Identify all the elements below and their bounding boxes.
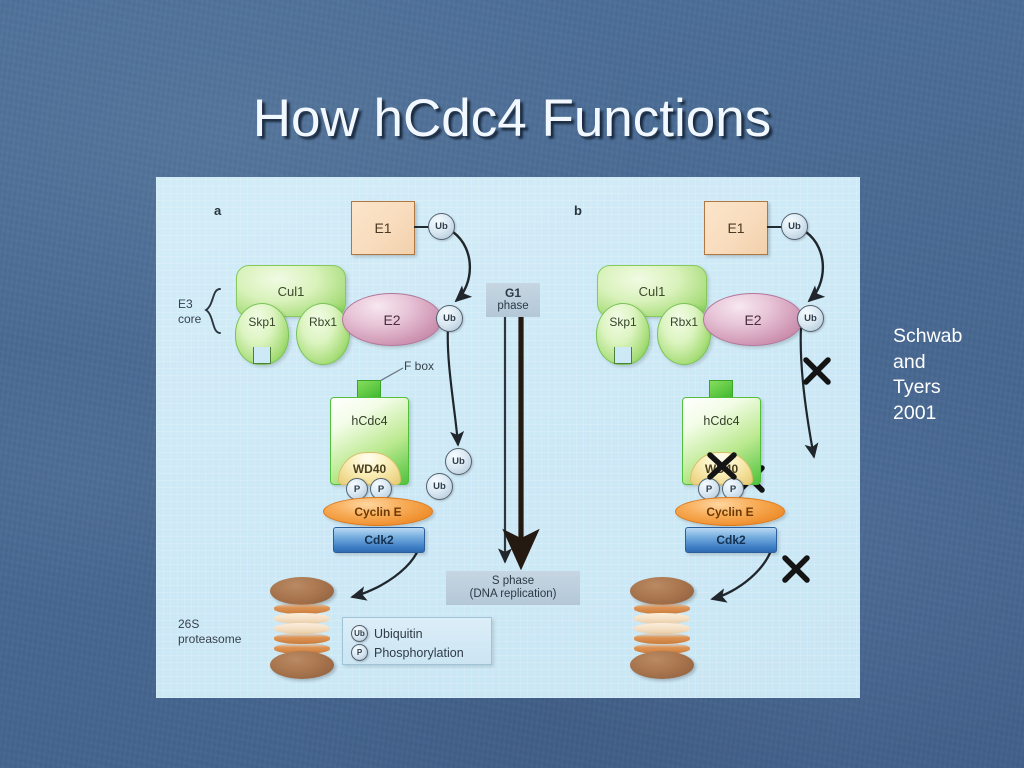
protein-rbx1: Rbx1 [657,303,711,365]
proteasome-ring-5 [634,643,690,654]
protein-cdk2: Cdk2 [685,527,777,553]
proteasome-b [628,577,696,683]
ubiquitin-on-e2: Ub [436,305,463,332]
g1-phase-line-2: phase [497,300,529,313]
proteasome-ring-1 [634,603,690,614]
ubiquitin-on-e2: Ub [797,305,824,332]
protein-rbx1-label: Rbx1 [669,315,698,329]
panel-a: a E1 Ub E3 core Cul1 Skp1 Rbx1 E2 [156,177,576,698]
skp1-notch [614,347,632,364]
legend-ubiquitin-icon: Ub [351,625,368,642]
ubiquitin-label: Ub [452,456,465,467]
proteasome-cap-top [270,577,334,605]
g1-phase-tag: G1 phase [486,283,540,317]
s-phase-line-2: (DNA replication) [469,588,557,600]
proteasome-ring-3 [274,623,330,634]
e3-core-label: E3 core [178,297,201,328]
protein-hcdc4-label: hCdc4 [351,414,388,428]
proteasome-line-1: 26S [178,617,200,631]
skp1-notch [253,347,271,364]
protein-cul1-label: Cul1 [638,283,666,299]
e3-core-line-2: core [178,312,202,327]
ubiquitin-on-e1: Ub [781,213,808,240]
protein-cul1-label: Cul1 [277,283,305,299]
protein-skp1-label: Skp1 [248,315,276,329]
protein-cdk2: Cdk2 [333,527,425,553]
protein-e2-label: E2 [744,311,762,328]
ubiquitin-on-e1: Ub [428,213,455,240]
proteasome-label-a: 26S proteasome [178,617,241,648]
legend-ubiquitin-symbol: Ub [354,629,365,638]
protein-e2-label: E2 [383,311,401,328]
proteasome-a [268,577,336,683]
proteasome-cap-bottom [630,651,694,679]
protein-rbx1: Rbx1 [296,303,350,365]
e3-core-line-1: E3 [178,297,193,311]
proteasome-cap-top [630,577,694,605]
proteasome-cap-bottom [270,651,334,679]
protein-cdk2-label: Cdk2 [364,533,394,547]
f-box-label: F box [404,359,435,373]
s-phase-line-1: S phase [491,575,535,588]
protein-e1: E1 [704,201,768,255]
protein-skp1: Skp1 [596,303,650,365]
legend-row-phosphorylation: P Phosphorylation [351,643,483,662]
panel-b: b E1 Ub Cul1 Skp1 Rbx1 E2 Ub hCdc4 [156,177,860,698]
citation-line-4: 2001 [893,402,937,425]
proteasome-ring-5 [274,643,330,654]
phosphate-label: P [705,483,713,495]
ubiquitin-chain-upper: Ub [445,448,472,475]
proteasome-ring-4 [634,633,690,644]
protein-e1-label: E1 [727,220,745,236]
protein-e1: E1 [351,201,415,255]
proteasome-ring-1 [274,603,330,614]
protein-cyclin-e: Cyclin E [323,497,433,526]
protein-cyclin-e-label: Cyclin E [706,504,754,519]
phosphate-label: P [377,483,385,495]
e1-ub-link [767,226,785,229]
domain-wd40: WD40 [338,452,401,485]
figure-image: a E1 Ub E3 core Cul1 Skp1 Rbx1 E2 [156,177,860,698]
wd40-mutation-x-icon [707,452,737,480]
protein-e1-label: E1 [374,220,392,236]
ubiquitin-label: Ub [433,481,446,492]
phosphate-label: P [729,483,737,495]
citation-line-2: and [893,350,926,373]
ubiquitin-label: Ub [804,313,817,324]
ubiquitin-chain-lower: Ub [426,473,453,500]
citation-block: Schwab and Tyers 2001 [893,324,1008,427]
legend-phosphorylation-label: Phosphorylation [374,645,464,660]
legend-phosphate-symbol: P [356,648,363,657]
figure-legend: Ub Ubiquitin P Phosphorylation [342,617,492,665]
protein-e2: E2 [342,293,442,346]
page-title: How hCdc4 Functions [252,89,772,148]
legend-row-ubiquitin: Ub Ubiquitin [351,624,483,643]
domain-wd40-label: WD40 [352,461,387,476]
ubiquitin-label: Ub [788,221,801,232]
ubiquitin-label: Ub [435,221,448,232]
e1-ub-link [414,226,432,229]
g1-phase-line-1: G1 [504,285,521,300]
proteasome-ring-2 [634,613,690,624]
proteasome-ring-3 [634,623,690,634]
protein-skp1-label: Skp1 [609,315,637,329]
protein-cdk2-label: Cdk2 [716,533,746,547]
protein-cyclin-e: Cyclin E [675,497,785,526]
proteasome-line-2: proteasome [178,632,242,647]
legend-ubiquitin-label: Ubiquitin [374,626,423,641]
protein-e2: E2 [703,293,803,346]
ubiquitin-label: Ub [443,313,456,324]
proteasome-ring-2 [274,613,330,624]
s-phase-tag: S phase (DNA replication) [446,571,580,605]
phosphate-label: P [353,483,361,495]
legend-phosphate-icon: P [351,644,368,661]
citation-line-3: Tyers [893,376,941,399]
protein-rbx1-label: Rbx1 [308,315,337,329]
protein-hcdc4-label: hCdc4 [703,414,740,428]
protein-cyclin-e-label: Cyclin E [354,504,402,519]
citation-line-1: Schwab [893,325,963,347]
proteasome-ring-4 [274,633,330,644]
panel-a-letter: a [214,203,222,218]
panel-b-letter: b [574,203,582,218]
